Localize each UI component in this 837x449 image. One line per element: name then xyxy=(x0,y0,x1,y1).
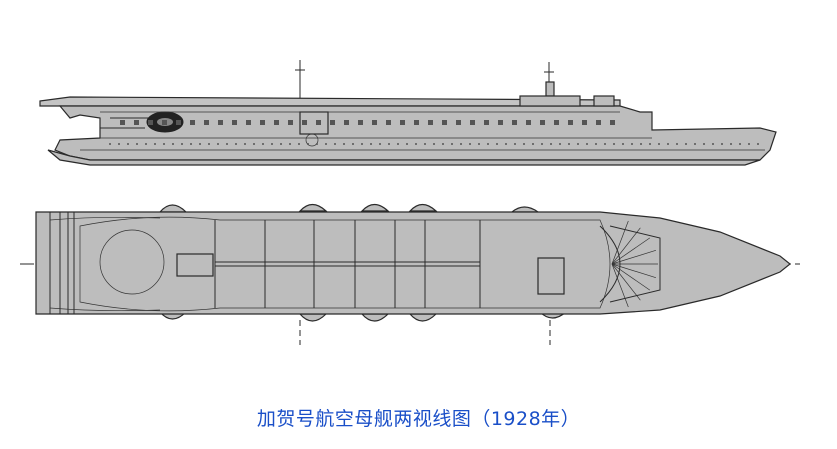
plan-view xyxy=(20,203,800,345)
side-elevation-view xyxy=(39,60,777,166)
ship-diagram xyxy=(20,60,800,345)
forward-elevator xyxy=(537,257,565,295)
plan-hull xyxy=(35,211,791,315)
flight-deck-outline xyxy=(79,216,611,312)
rear-elevator xyxy=(99,229,165,295)
hull-waterline xyxy=(47,149,761,166)
mid-elevator xyxy=(176,253,214,277)
diagram-caption: 加贺号航空母舰两视线图（1928年） xyxy=(256,408,581,430)
